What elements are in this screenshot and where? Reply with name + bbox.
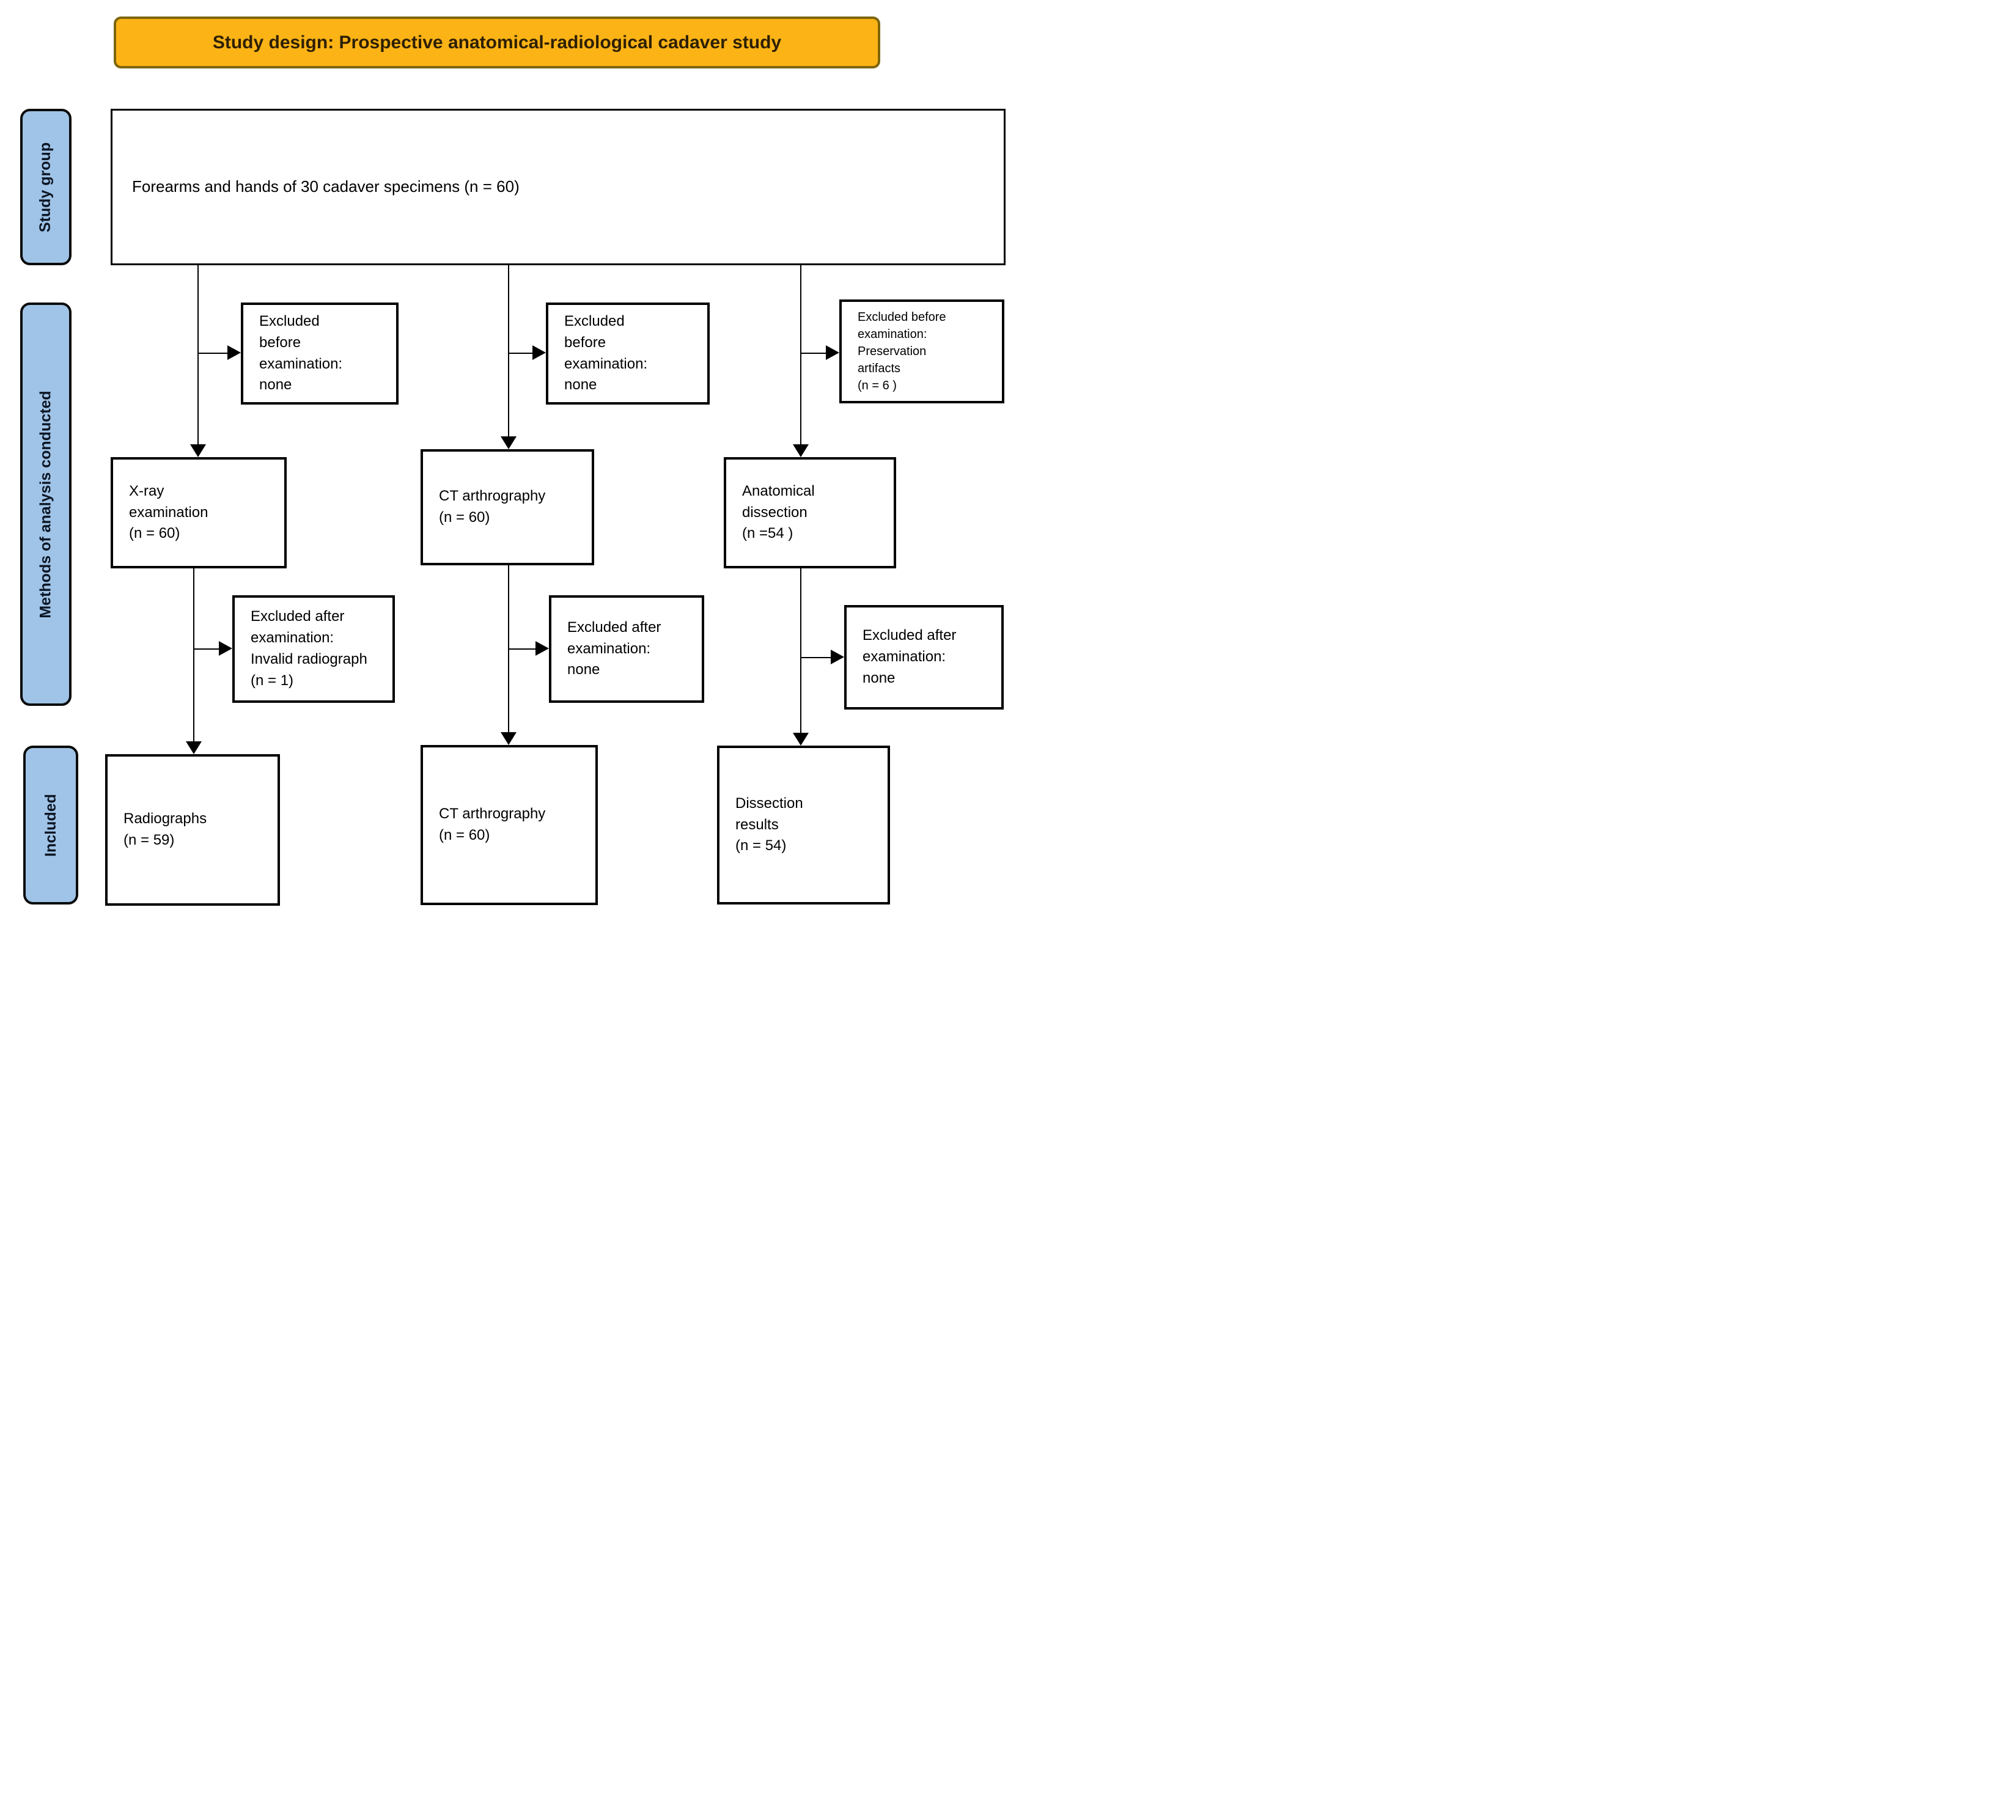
connector-col3-branch-top — [801, 353, 826, 354]
study-design-title: Study design: Prospective anatomical-rad… — [114, 17, 880, 68]
excluded-after-box-xray-text: Excluded after examination: Invalid radi… — [251, 608, 367, 689]
arrowhead-down-col3-included — [793, 733, 809, 746]
excluded-before-box-ct: Excluded before examination: none — [546, 303, 710, 405]
excluded-after-box-dissection: Excluded after examination: none — [844, 605, 1004, 710]
connector-col2-branch-bottom — [509, 648, 537, 650]
side-label-study-group-text: Study group — [37, 142, 54, 232]
excluded-before-box-dissection-text: Excluded before examination: Preservatio… — [858, 310, 946, 392]
arrowhead-right-col1-excluded-before — [227, 345, 241, 360]
excluded-after-box-ct-text: Excluded after examination: none — [567, 618, 661, 678]
excluded-before-box-ct-text: Excluded before examination: none — [564, 312, 648, 394]
excluded-after-box-dissection-text: Excluded after examination: none — [863, 627, 957, 686]
connector-col2-lower — [508, 565, 509, 734]
connector-col3-branch-bottom — [801, 657, 831, 658]
method-box-dissection-text: Anatomical dissection (n =54 ) — [742, 482, 815, 542]
included-box-dissection: Dissection results (n = 54) — [717, 746, 890, 904]
excluded-before-box-xray: Excluded before examination: none — [241, 303, 399, 405]
method-box-xray: X-ray examination (n = 60) — [111, 457, 287, 568]
arrowhead-down-col3-method — [793, 444, 809, 457]
arrowhead-down-col2-method — [501, 436, 517, 449]
study-group-box: Forearms and hands of 30 cadaver specime… — [111, 109, 1006, 265]
method-box-ct: CT arthrography (n = 60) — [421, 449, 594, 565]
arrowhead-down-col1-method — [190, 444, 206, 457]
study-design-title-text: Study design: Prospective anatomical-rad… — [212, 32, 782, 53]
method-box-dissection: Anatomical dissection (n =54 ) — [724, 457, 896, 568]
side-label-included-text: Included — [42, 793, 59, 857]
included-box-ct-text: CT arthrography (n = 60) — [439, 805, 546, 843]
arrowhead-right-col2-excluded-after — [535, 641, 549, 656]
method-box-ct-text: CT arthrography (n = 60) — [439, 488, 546, 526]
excluded-before-box-xray-text: Excluded before examination: none — [259, 312, 343, 394]
connector-col2-branch-top — [509, 353, 534, 354]
side-label-methods-text: Methods of analysis conducted — [37, 390, 54, 618]
included-box-radiographs-text: Radiographs (n = 59) — [123, 810, 207, 848]
connector-col1-branch-bottom — [194, 648, 220, 650]
excluded-after-box-xray: Excluded after examination: Invalid radi… — [232, 595, 395, 703]
excluded-after-box-ct: Excluded after examination: none — [549, 595, 704, 703]
side-label-study-group: Study group — [20, 109, 72, 265]
connector-col2-upper — [508, 265, 509, 438]
excluded-before-box-dissection: Excluded before examination: Preservatio… — [839, 299, 1004, 403]
arrowhead-right-col1-excluded-after — [219, 641, 232, 656]
arrowhead-down-col2-included — [501, 732, 517, 745]
side-label-methods: Methods of analysis conducted — [20, 303, 72, 706]
connector-col3-upper — [800, 265, 801, 446]
arrowhead-right-col3-excluded-after — [831, 650, 844, 664]
connector-col3-lower — [800, 568, 801, 735]
method-box-xray-text: X-ray examination (n = 60) — [129, 482, 208, 542]
arrowhead-right-col3-excluded-before — [826, 345, 839, 360]
connector-col1-lower — [193, 568, 194, 743]
arrowhead-down-col1-included — [186, 741, 202, 754]
arrowhead-right-col2-excluded-before — [532, 345, 546, 360]
connector-col1-branch-top — [198, 353, 229, 354]
connector-col1-upper — [197, 265, 199, 446]
flow-diagram: Study design: Prospective anatomical-rad… — [0, 0, 1008, 910]
included-box-ct: CT arthrography (n = 60) — [421, 745, 598, 905]
included-box-radiographs: Radiographs (n = 59) — [105, 754, 280, 906]
included-box-dissection-text: Dissection results (n = 54) — [735, 794, 803, 854]
side-label-included: Included — [23, 746, 78, 904]
study-group-box-text: Forearms and hands of 30 cadaver specime… — [132, 177, 520, 196]
